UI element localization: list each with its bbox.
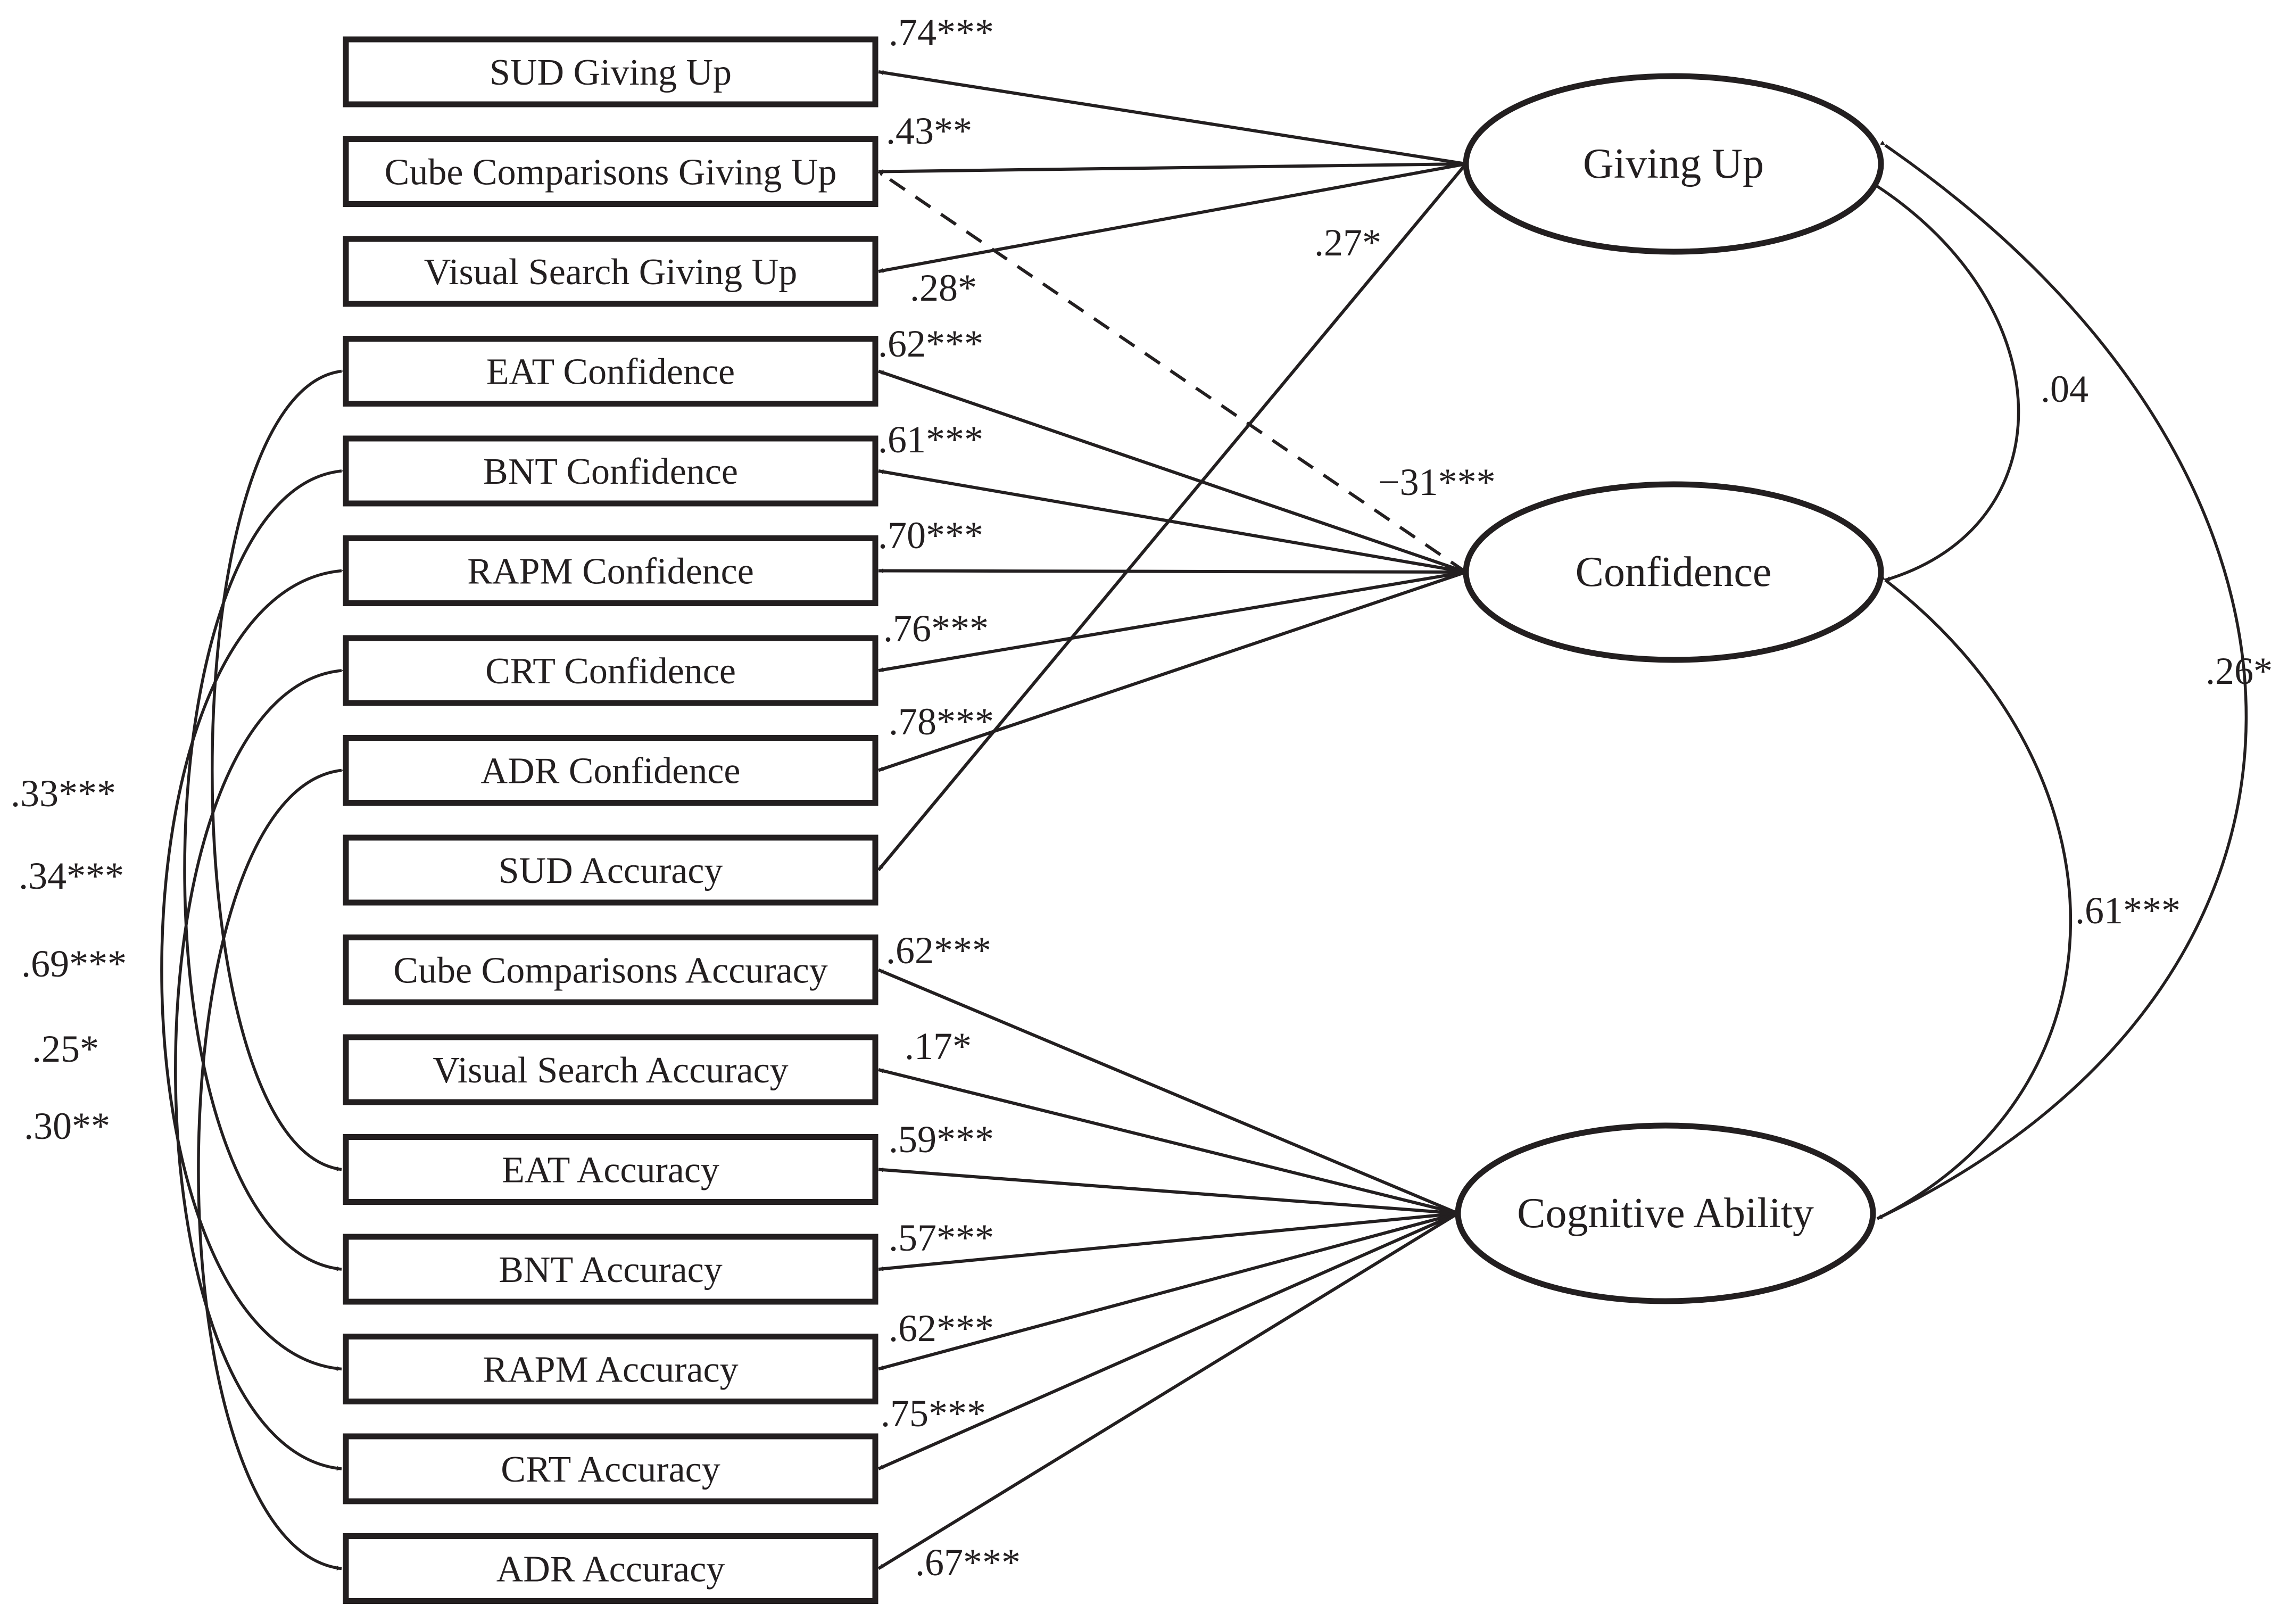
loading-path-giving-up-visual-search-giving-up	[878, 162, 1466, 273]
loading-coefficient: .70***	[878, 514, 983, 557]
loading-coefficient: .61***	[878, 418, 983, 461]
observed-box-visual-search-accuracy	[343, 1034, 878, 1105]
latent-covariance-coefficient: .61***	[2075, 889, 2181, 932]
latent-covariance-coefficient: .26*	[2206, 650, 2273, 692]
loading-coefficient: .17*	[905, 1025, 972, 1068]
observed-box-cube-comparisons-accuracy	[343, 934, 878, 1005]
observed-box-rapm-confidence	[343, 535, 878, 606]
observed-label-sud-accuracy: SUD Accuracy	[499, 850, 723, 891]
observed-label-crt-accuracy: CRT Accuracy	[501, 1449, 720, 1490]
loading-path-confidence-bnt-confidence	[878, 469, 1466, 574]
loading-path-cognitive-ability-eat-accuracy	[878, 1167, 1458, 1215]
observed-label-visual-search-accuracy: Visual Search Accuracy	[433, 1050, 788, 1091]
loading-path-cognitive-ability-cube-comparisons-accuracy	[877, 968, 1459, 1215]
loading-coefficient: .67***	[915, 1541, 1021, 1584]
loading-path-confidence-eat-confidence	[878, 369, 1466, 574]
latent-ellipse-giving-up	[1463, 73, 1884, 255]
loading-coefficient: .57***	[889, 1217, 994, 1259]
observed-label-eat-accuracy: EAT Accuracy	[502, 1150, 719, 1191]
residual-covariance-rapm-confidence-rapm-accuracy	[160, 568, 347, 1371]
loading-path-giving-up-sud-giving-up	[878, 70, 1466, 166]
observed-label-adr-accuracy: ADR Accuracy	[496, 1549, 725, 1590]
residual-covariance-coefficient: .30**	[24, 1105, 110, 1147]
residual-covariance-eat-confidence-eat-accuracy	[211, 368, 347, 1171]
loading-path-giving-up-cube-comparisons-giving-up	[878, 162, 1466, 174]
loading-path-confidence-adr-confidence	[878, 570, 1466, 772]
observed-label-bnt-confidence: BNT Confidence	[483, 451, 738, 492]
latent-covariance-coefficient: .04	[2041, 368, 2088, 410]
latent-label-giving-up: Giving Up	[1583, 140, 1764, 187]
loading-path-confidence-cube-comparisons-giving-up	[877, 170, 1467, 574]
residual-covariance-coefficient: .34***	[19, 855, 124, 897]
observed-box-rapm-accuracy	[343, 1334, 878, 1404]
loading-coefficient: .43**	[886, 110, 972, 152]
loading-coefficient: −31***	[1378, 461, 1496, 503]
residual-covariance-crt-confidence-crt-accuracy	[174, 667, 347, 1471]
observed-box-eat-confidence	[343, 336, 878, 407]
loading-path-cognitive-ability-crt-accuracy	[877, 1212, 1459, 1470]
residual-covariance-coefficient: .69***	[21, 942, 127, 985]
loading-coefficient: .76***	[883, 607, 989, 650]
loading-path-cognitive-ability-visual-search-accuracy	[878, 1068, 1458, 1215]
observed-box-bnt-confidence	[343, 435, 878, 507]
loading-path-cognitive-ability-adr-accuracy	[877, 1212, 1459, 1570]
loading-path-cognitive-ability-bnt-accuracy	[878, 1212, 1458, 1271]
observed-label-cube-comparisons-giving-up: Cube Comparisons Giving Up	[385, 152, 837, 193]
latent-label-confidence: Confidence	[1576, 549, 1772, 596]
observed-label-bnt-accuracy: BNT Accuracy	[499, 1250, 723, 1291]
covariance-giving-up-confidence	[1870, 180, 2020, 582]
covariance-giving-up-cognitive-ability	[1876, 140, 2248, 1220]
loading-path-confidence-rapm-confidence	[878, 568, 1466, 574]
residual-covariance-coefficient: .25*	[32, 1028, 99, 1070]
observed-box-eat-accuracy	[343, 1134, 878, 1205]
observed-label-rapm-accuracy: RAPM Accuracy	[483, 1350, 738, 1391]
observed-box-adr-confidence	[343, 735, 878, 806]
loading-coefficient: .78***	[889, 700, 994, 743]
observed-label-cube-comparisons-accuracy: Cube Comparisons Accuracy	[393, 950, 827, 991]
residual-covariance-bnt-confidence-bnt-accuracy	[183, 468, 347, 1271]
loading-path-confidence-crt-confidence	[878, 570, 1466, 672]
residual-covariance-coefficient: .33***	[11, 772, 116, 815]
loading-coefficient: .27*	[1314, 221, 1381, 264]
loading-coefficient: .59***	[889, 1118, 994, 1161]
loading-path-giving-up-sud-accuracy	[877, 163, 1468, 871]
observed-box-crt-confidence	[343, 635, 878, 706]
loading-coefficient: .74***	[889, 11, 994, 54]
loading-coefficient: .62***	[886, 929, 991, 972]
observed-box-bnt-accuracy	[343, 1234, 878, 1305]
observed-box-crt-accuracy	[343, 1433, 878, 1504]
residual-covariance-adr-confidence-adr-accuracy	[197, 767, 347, 1570]
loading-coefficient: .28*	[910, 267, 977, 309]
loading-path-cognitive-ability-rapm-accuracy	[878, 1212, 1458, 1371]
observed-label-visual-search-giving-up: Visual Search Giving Up	[424, 252, 798, 293]
loading-coefficient: .62***	[889, 1307, 994, 1350]
observed-label-crt-confidence: CRT Confidence	[485, 651, 736, 692]
observed-box-visual-search-giving-up	[343, 236, 878, 307]
observed-box-cube-comparisons-giving-up	[343, 136, 878, 207]
observed-box-sud-accuracy	[343, 834, 878, 906]
observed-label-adr-confidence: ADR Confidence	[481, 751, 741, 792]
latent-ellipse-cognitive-ability	[1455, 1122, 1876, 1304]
observed-label-rapm-confidence: RAPM Confidence	[467, 551, 754, 592]
latent-ellipse-confidence	[1463, 481, 1884, 663]
observed-label-eat-confidence: EAT Confidence	[486, 352, 735, 393]
observed-box-sud-giving-up	[343, 36, 878, 107]
observed-label-sud-giving-up: SUD Giving Up	[490, 52, 732, 93]
latent-label-cognitive-ability: Cognitive Ability	[1517, 1190, 1814, 1237]
observed-box-adr-accuracy	[343, 1533, 878, 1604]
covariance-confidence-cognitive-ability	[1876, 575, 2073, 1220]
loading-coefficient: .62***	[878, 322, 983, 365]
loading-coefficient: .75***	[881, 1392, 986, 1435]
